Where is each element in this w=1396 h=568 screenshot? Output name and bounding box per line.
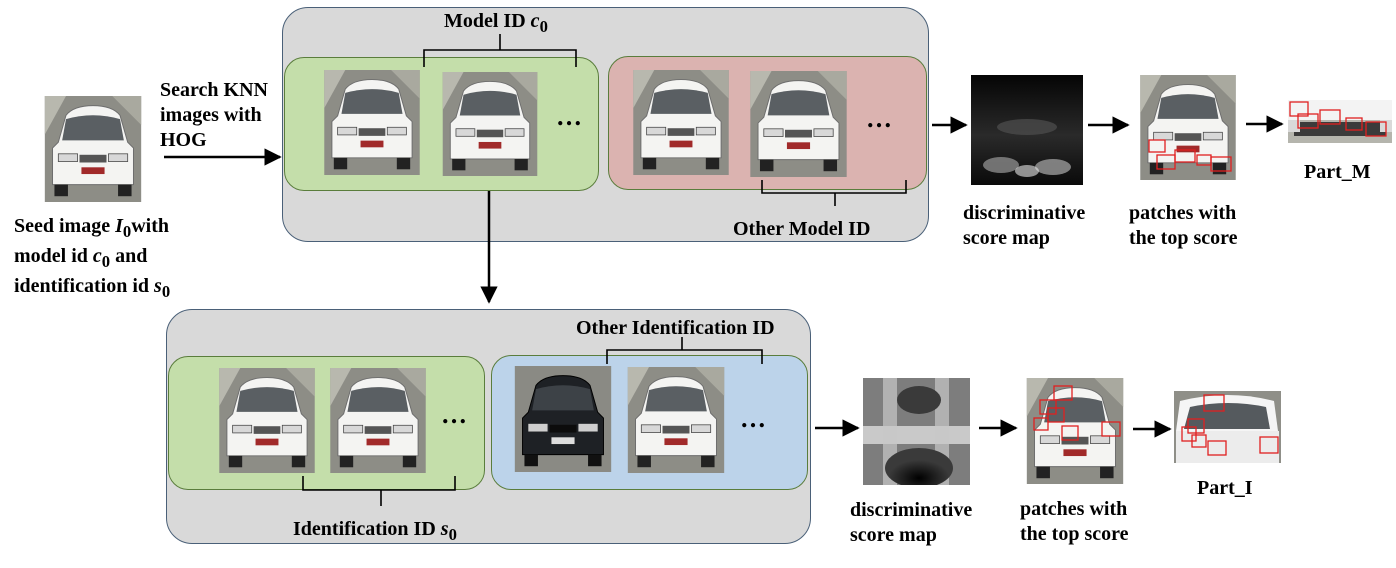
other-identification-ellipsis: … (740, 404, 770, 433)
bottom-patches-image (1022, 378, 1128, 484)
same-model-ellipsis: … (556, 102, 586, 131)
identification-id-brace (302, 476, 456, 506)
other-model-id-brace (761, 180, 907, 206)
model-id-label: Model ID c0 (444, 10, 548, 36)
other-identification-id-label: Other Identification ID (576, 317, 775, 339)
part-m-image (1288, 100, 1392, 143)
model-id-brace (423, 34, 577, 67)
part-m-label: Part_M (1304, 161, 1371, 183)
top-patches-image (1135, 75, 1241, 180)
part-i-image (1174, 391, 1281, 463)
bottom-score-map-label: discriminative score map (850, 499, 973, 546)
top-score-map-label: discriminative score map (963, 202, 1086, 249)
other-identification-id-brace (606, 337, 763, 364)
other-model-ellipsis: … (866, 104, 896, 133)
top-score-map (971, 75, 1083, 185)
part-i-label: Part_I (1197, 477, 1253, 499)
other-model-id-label: Other Model ID (733, 218, 871, 240)
top-patches-label: patches with the top score (1129, 202, 1238, 249)
seed-label: Seed image I0with model id c0 and identi… (14, 215, 171, 301)
identification-id-label: Identification ID s0 (293, 518, 457, 544)
bottom-patches-label: patches with the top score (1020, 498, 1129, 545)
bottom-score-map (863, 378, 970, 485)
search-knn-label: Search KNN images with HOG (160, 79, 268, 151)
same-identification-ellipsis: … (441, 400, 471, 429)
